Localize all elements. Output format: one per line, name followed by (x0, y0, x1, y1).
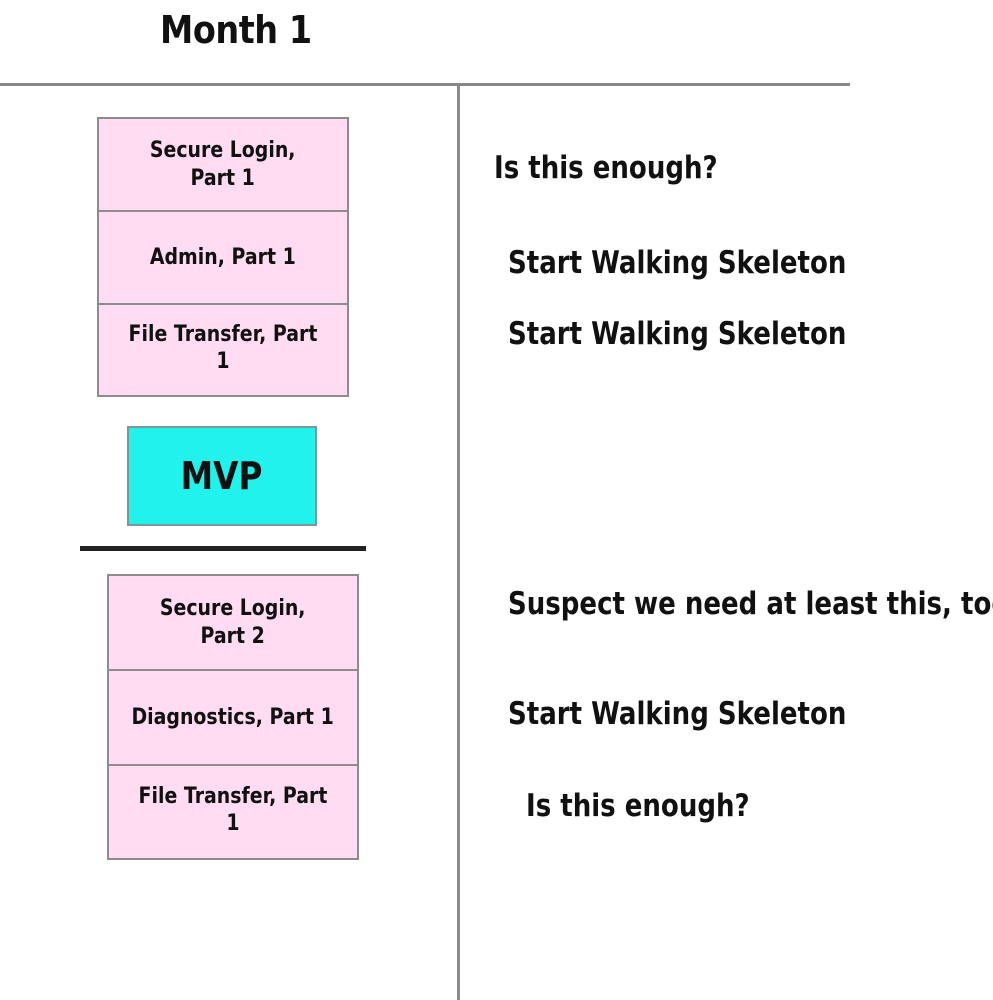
note-text: Suspect we need at least this, too (508, 586, 993, 622)
story-card: Diagnostics, Part 1 (109, 671, 357, 766)
note-text: Is this enough? (526, 788, 750, 824)
note-text: Is this enough? (494, 150, 718, 186)
story-card: Secure Login, Part 2 (109, 576, 357, 671)
page-title: Month 1 (160, 8, 312, 52)
story-stack-bottom: Secure Login, Part 2 Diagnostics, Part 1… (107, 574, 359, 860)
story-card: File Transfer, Part 1 (128, 321, 318, 375)
note-text: Start Walking Skeleton (508, 316, 847, 352)
story-card: File Transfer, Part 1 (138, 783, 328, 837)
header-divider (0, 83, 850, 86)
note-text: Start Walking Skeleton (508, 245, 847, 281)
mvp-box: MVP (127, 426, 317, 526)
column-divider (457, 86, 460, 1000)
mvp-divider (80, 546, 366, 551)
note-text: Start Walking Skeleton (508, 696, 847, 732)
story-card: Admin, Part 1 (99, 212, 347, 305)
story-stack-top: Secure Login, Part 1 Admin, Part 1 File … (97, 117, 349, 397)
story-card: Secure Login, Part 1 (99, 119, 347, 212)
